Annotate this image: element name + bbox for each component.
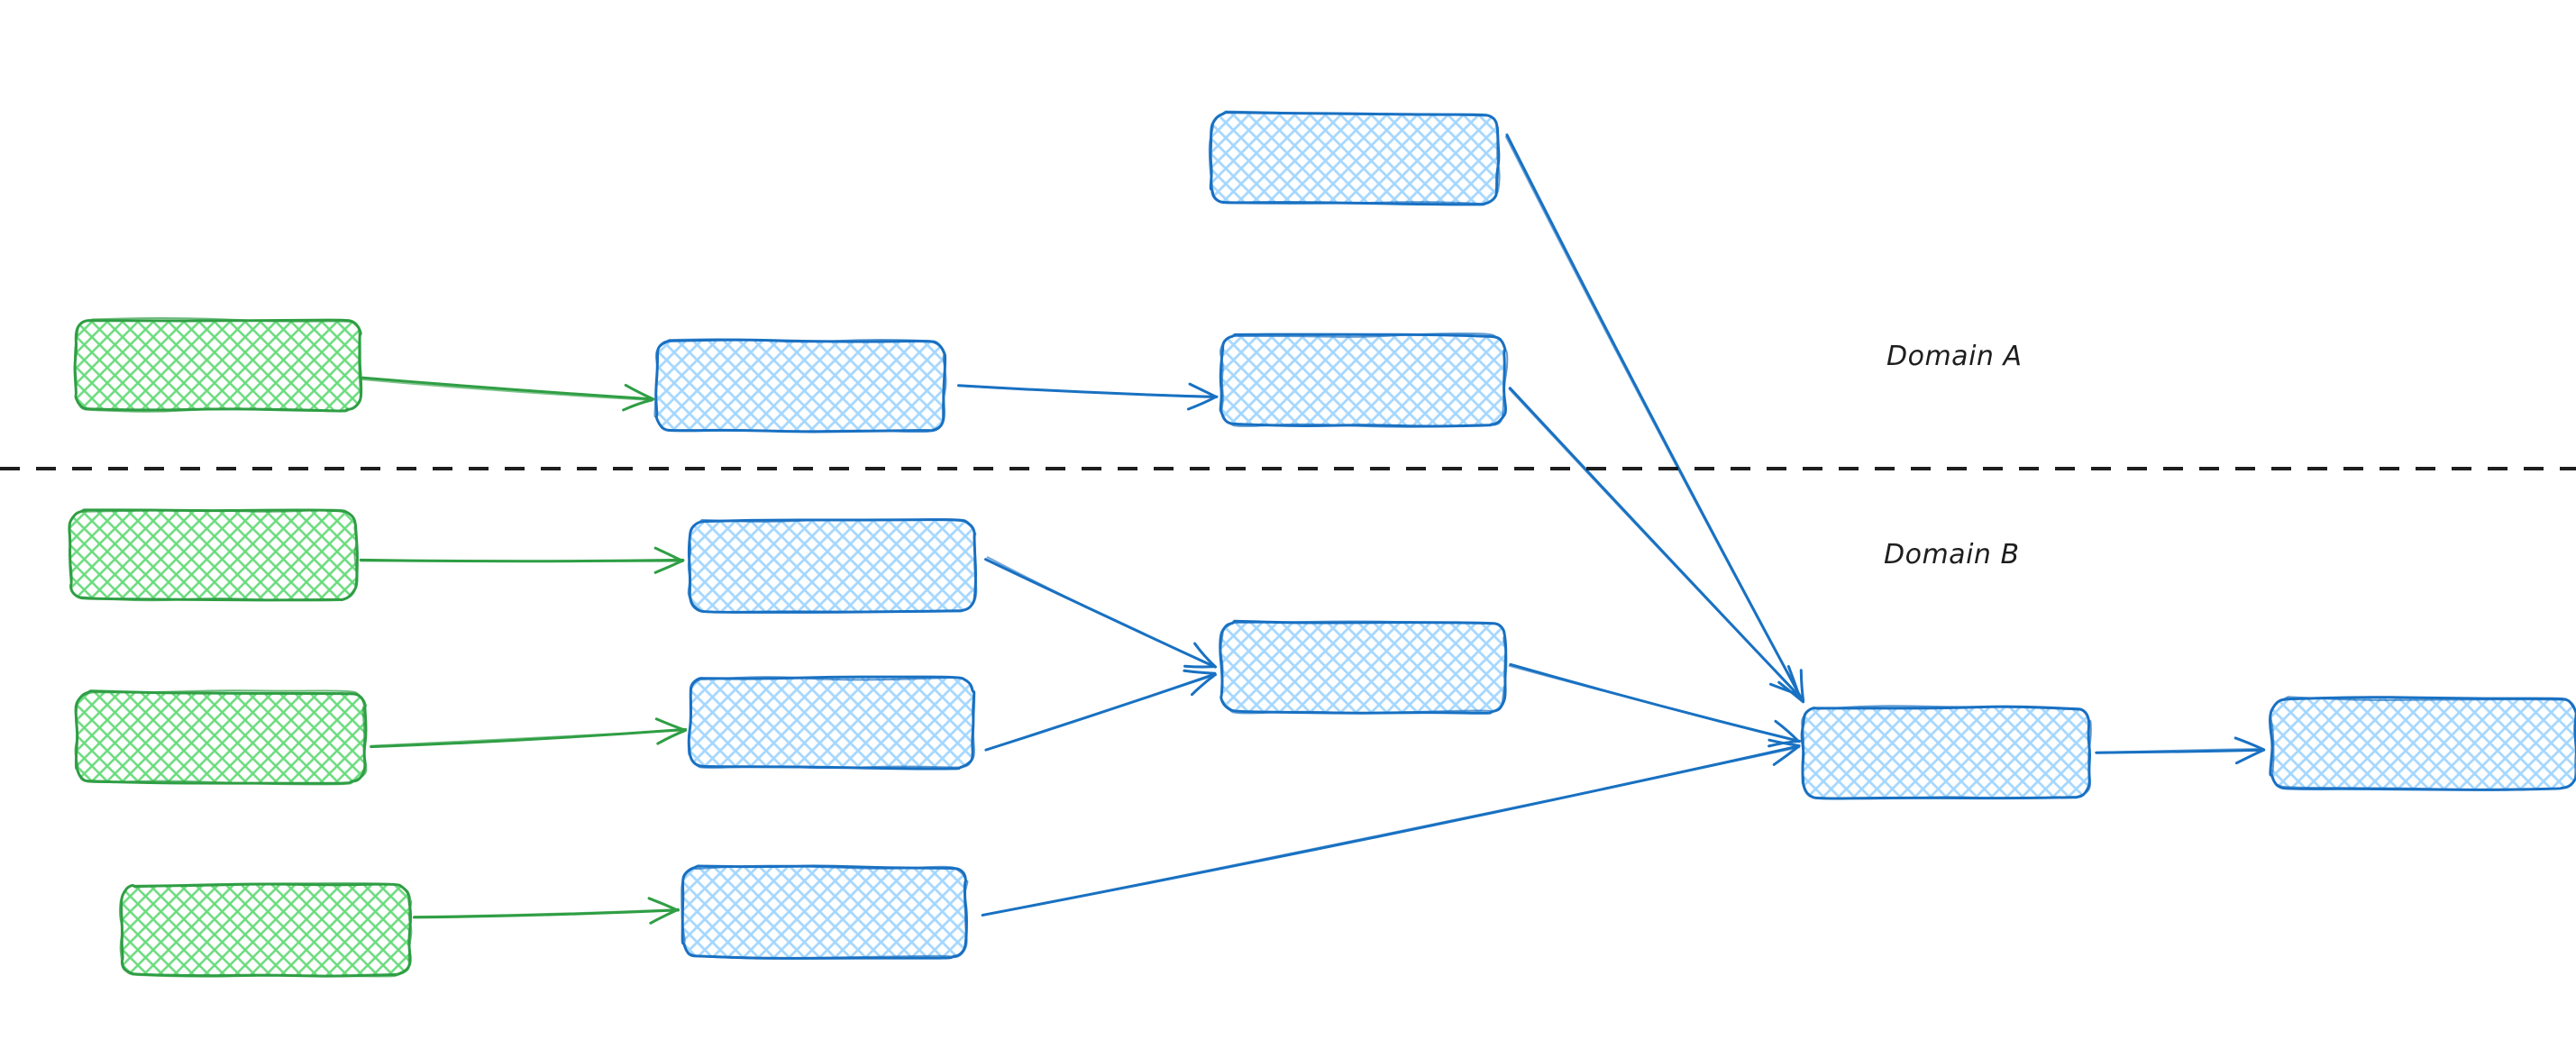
node-fill xyxy=(70,511,356,599)
node-outline xyxy=(1219,620,1508,715)
edge-line xyxy=(1508,664,1799,742)
edge-line xyxy=(2095,747,2264,754)
edge-line xyxy=(1508,388,1800,698)
node-outline xyxy=(2270,696,2576,791)
edge-e2 xyxy=(957,382,1219,411)
edge-arrowhead xyxy=(1774,719,1801,743)
edge-e10 xyxy=(1508,662,1802,748)
edge-arrowhead xyxy=(1183,664,1216,669)
edge-arrowhead xyxy=(647,897,680,912)
edge-arrowhead xyxy=(622,398,654,412)
node-outline xyxy=(1219,332,1509,428)
node-outline xyxy=(118,882,413,978)
node-fill xyxy=(1221,335,1505,425)
node-b-proc-3[interactable] xyxy=(681,864,969,960)
edge-line xyxy=(981,744,1801,917)
node-outline xyxy=(687,518,978,614)
node-b-src-3[interactable] xyxy=(118,882,413,978)
node-a-proc-2[interactable] xyxy=(1219,332,1509,428)
edge-arrowhead xyxy=(1768,682,1801,697)
edge-arrowhead xyxy=(1190,673,1217,697)
edge-arrowhead xyxy=(1799,669,1805,703)
edge-line xyxy=(361,376,654,401)
edge-e9 xyxy=(984,669,1218,752)
edge-line xyxy=(985,673,1218,752)
domain-b-label: Domain B xyxy=(1884,539,2020,570)
node-b-src-2[interactable] xyxy=(74,689,368,786)
node-outline xyxy=(1208,110,1501,205)
node-fill xyxy=(690,678,973,768)
edge-line xyxy=(370,729,688,747)
edge-e11 xyxy=(981,738,1801,917)
node-b-proc-1[interactable] xyxy=(687,518,978,614)
edge-arrowhead xyxy=(2234,748,2265,765)
node-fill xyxy=(1221,622,1505,712)
node-fill xyxy=(656,341,945,431)
edge-line xyxy=(957,385,1219,397)
node-outline xyxy=(653,338,947,433)
node-b-merge[interactable] xyxy=(1219,619,1508,715)
node-outline xyxy=(69,508,358,602)
node-fill xyxy=(683,867,966,957)
domain-a-label: Domain A xyxy=(1886,341,2023,372)
edge-e8 xyxy=(983,556,1218,669)
node-outline xyxy=(681,864,969,960)
node-fill xyxy=(2271,698,2576,789)
edge-arrowhead xyxy=(656,728,687,745)
edge-line xyxy=(1504,135,1804,703)
node-fill xyxy=(690,521,975,611)
edge-arrowhead xyxy=(1183,669,1217,675)
edge-e12 xyxy=(2095,736,2266,765)
edge-arrowhead xyxy=(2233,736,2266,752)
node-b-hub[interactable] xyxy=(1800,705,2092,800)
node-fill xyxy=(77,692,365,782)
node-b-proc-2[interactable] xyxy=(687,675,976,771)
node-a-proc-1[interactable] xyxy=(653,338,947,433)
edge-arrowhead xyxy=(1193,642,1218,669)
edge-line xyxy=(361,379,653,401)
edge-line xyxy=(1505,133,1804,703)
edge-arrowhead xyxy=(653,546,684,562)
edge-e7 xyxy=(412,897,680,925)
edge-arrowhead xyxy=(1786,665,1801,698)
node-a-proc-top[interactable] xyxy=(1208,110,1501,206)
edge-arrowhead xyxy=(653,559,685,574)
edge-e4 xyxy=(1508,387,1801,698)
node-b-sink[interactable] xyxy=(2269,696,2576,791)
node-fill xyxy=(1211,114,1498,204)
node-fill xyxy=(1803,707,2089,798)
node-outline xyxy=(74,689,368,785)
edge-arrowhead xyxy=(1188,382,1218,398)
node-fill xyxy=(76,320,361,410)
edge-arrowhead xyxy=(1772,744,1801,766)
edge-line xyxy=(413,908,678,918)
edge-e6 xyxy=(370,717,688,749)
edge-arrowhead xyxy=(624,383,655,401)
node-b-src-1[interactable] xyxy=(68,508,359,602)
node-outline xyxy=(74,689,368,786)
node-fill xyxy=(122,885,410,975)
edge-line xyxy=(986,556,1217,669)
edge-line xyxy=(981,746,1801,917)
nodes-layer xyxy=(68,110,2576,978)
node-outline xyxy=(1801,705,2092,800)
edge-arrowhead xyxy=(1186,395,1218,411)
node-a-src-1[interactable] xyxy=(73,317,363,413)
node-outline xyxy=(687,676,976,770)
edge-arrowhead xyxy=(654,717,687,732)
edge-e1 xyxy=(361,376,655,412)
node-outline xyxy=(73,317,361,413)
edge-e5 xyxy=(359,546,685,574)
edge-e3 xyxy=(1504,133,1805,704)
edges-layer xyxy=(359,133,2266,925)
edge-arrowhead xyxy=(1768,738,1801,747)
